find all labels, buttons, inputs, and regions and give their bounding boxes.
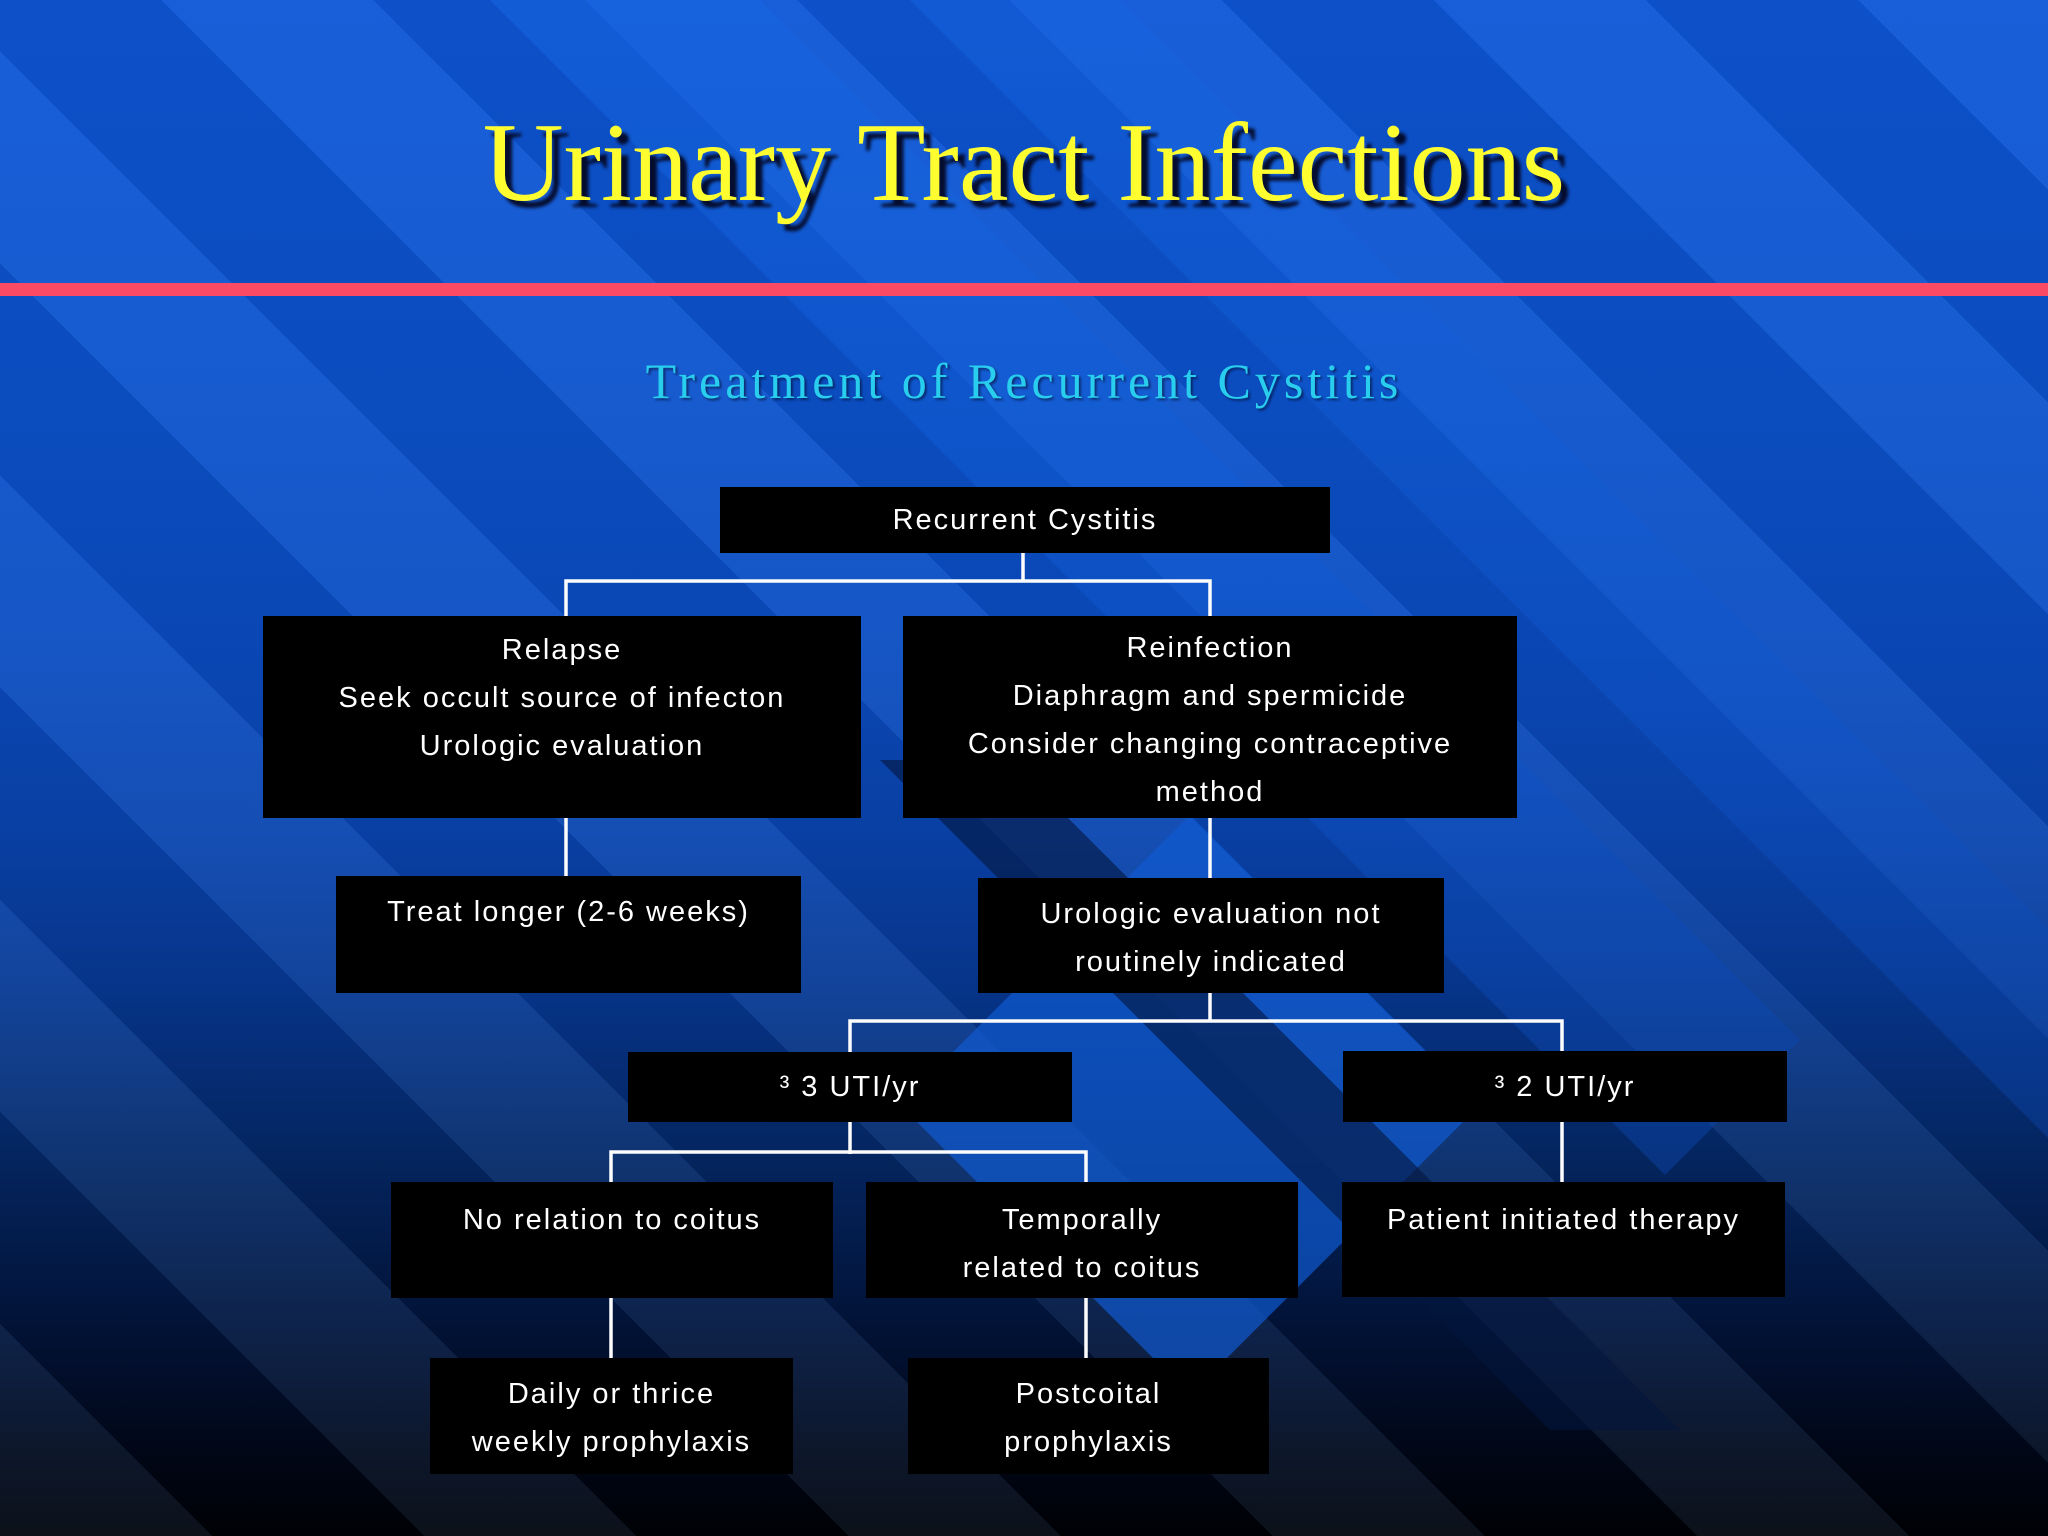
connector-uti3-branch: [609, 1150, 1088, 1186]
node-reinfection: Reinfection Diaphragm and spermicide Con…: [903, 616, 1517, 818]
node-line: ³ 3 UTI/yr: [779, 1071, 921, 1103]
node-line: Urologic evaluation not: [1040, 898, 1382, 930]
node-postcoital-prophylaxis: Postcoital prophylaxis: [908, 1358, 1269, 1474]
node-line: Diaphragm and spermicide: [1012, 680, 1408, 712]
node-line: Postcoital: [1015, 1378, 1162, 1410]
connector-recurrent-branch: [564, 579, 1212, 618]
node-patient-initiated: Patient initiated therapy: [1342, 1182, 1785, 1297]
node-line: Reinfection: [1126, 632, 1294, 664]
node-line: Patient initiated therapy: [1386, 1204, 1741, 1236]
node-line: Urologic evaluation: [419, 730, 705, 762]
node-recurrent-cystitis: Recurrent Cystitis: [720, 487, 1330, 553]
node-relapse: Relapse Seek occult source of infecton U…: [263, 616, 861, 818]
node-line: Recurrent Cystitis: [892, 504, 1158, 536]
node-no-relation-coitus: No relation to coitus: [391, 1182, 833, 1298]
node-line: Seek occult source of infecton: [338, 682, 786, 714]
node-line: Relapse: [501, 634, 623, 666]
node-line: Treat longer (2-6 weeks): [387, 896, 750, 928]
node-line: routinely indicated: [1075, 946, 1347, 978]
node-uti-3-per-year: ³ 3 UTI/yr: [628, 1052, 1072, 1122]
node-line: Consider changing contraceptive: [967, 728, 1453, 760]
node-uti-2-per-year: ³ 2 UTI/yr: [1343, 1051, 1787, 1122]
node-temporally-related: Temporally related to coitus: [866, 1182, 1298, 1298]
slide-title: Urinary Tract Infections: [482, 101, 1566, 225]
node-line: related to coitus: [962, 1252, 1202, 1284]
node-urologic-evaluation: Urologic evaluation not routinely indica…: [978, 878, 1444, 993]
node-line: ³ 2 UTI/yr: [1494, 1070, 1636, 1103]
node-line: Daily or thrice: [507, 1378, 716, 1410]
node-line: method: [1155, 776, 1265, 808]
node-line: Temporally: [1001, 1204, 1163, 1236]
node-daily-prophylaxis: Daily or thrice weekly prophylaxis: [430, 1358, 793, 1474]
divider-line: [0, 283, 2048, 296]
node-treat-longer: Treat longer (2-6 weeks): [336, 876, 801, 993]
node-line: No relation to coitus: [462, 1204, 762, 1236]
node-line: weekly prophylaxis: [471, 1426, 752, 1458]
slide-subtitle: Treatment of Recurrent Cystitis: [645, 353, 1403, 409]
node-line: prophylaxis: [1004, 1426, 1173, 1458]
